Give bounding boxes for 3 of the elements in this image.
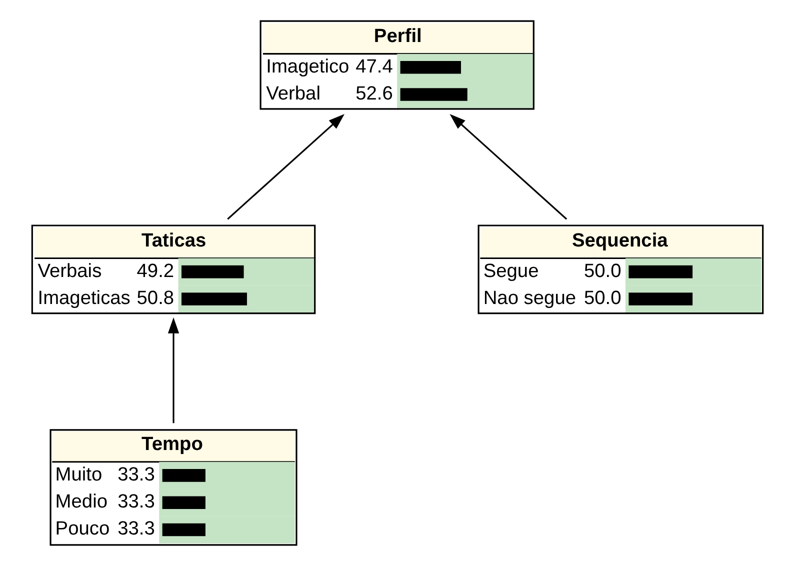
arrow xyxy=(168,317,180,424)
arrow xyxy=(227,114,344,220)
arrow xyxy=(450,114,568,220)
